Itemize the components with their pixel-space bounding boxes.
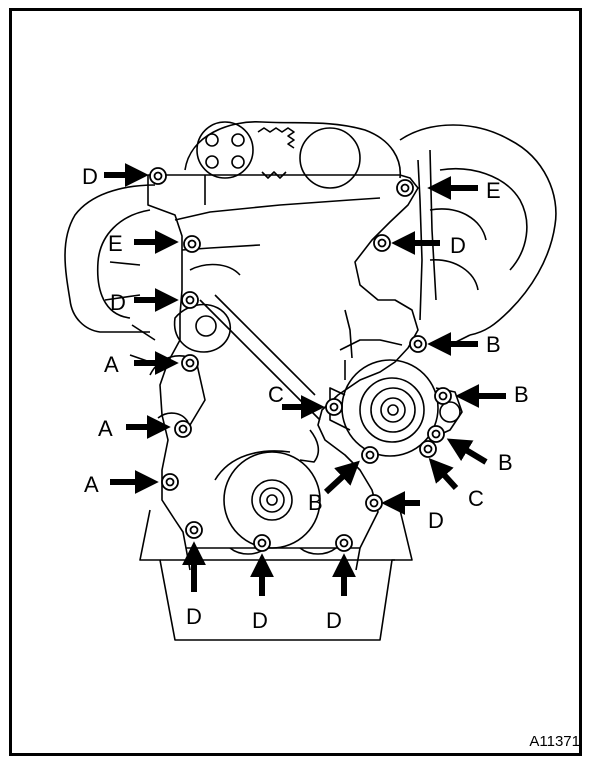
bolt-head [427,425,445,443]
bolt-label: B [486,332,501,357]
bolt-head [161,473,179,491]
figure-code: A11371 [529,733,580,750]
bolt-label: D [428,508,444,533]
bolt-label: D [110,290,126,315]
callout-labels: D E E D D B A C B A B A C B D D D D [82,164,529,633]
bolt-label: D [326,608,342,633]
bolt-head [335,534,353,552]
callout-arrow [428,458,459,491]
bolt-label: E [108,231,123,256]
bolt-label: B [308,490,323,515]
bolt-head [181,291,199,309]
bolt-label: B [498,450,513,475]
bolt-head [185,521,203,539]
bolt-head [253,534,271,552]
bolt-label: D [186,604,202,629]
bolt-label: A [98,416,113,441]
bolt-label: C [268,382,284,407]
bolt-label: E [486,178,501,203]
bolt-label: A [84,472,99,497]
bolt-head [325,398,343,416]
bolt-head [183,235,201,253]
bolt-label: C [468,486,484,511]
bolt-head [409,335,427,353]
bolt-head [365,494,383,512]
bolt-head [361,446,379,464]
callout-arrow [446,438,488,465]
bolt-label: D [450,233,466,258]
callout-arrow [323,460,360,495]
bolt-label: B [514,382,529,407]
bolt-head [174,420,192,438]
bolt-label: D [82,164,98,189]
bolt-head [419,440,437,458]
bolt-head [434,387,452,405]
bolt-head [181,354,199,372]
callout-arrows [104,163,506,596]
bolt-label: D [252,608,268,633]
bolt-heads [149,167,452,552]
bolt-head [373,234,391,252]
bolt-label: A [104,352,119,377]
engine-block-outline [64,121,557,641]
bolt-head [396,179,414,197]
figure-border [9,8,582,756]
bolt-head [149,167,167,185]
